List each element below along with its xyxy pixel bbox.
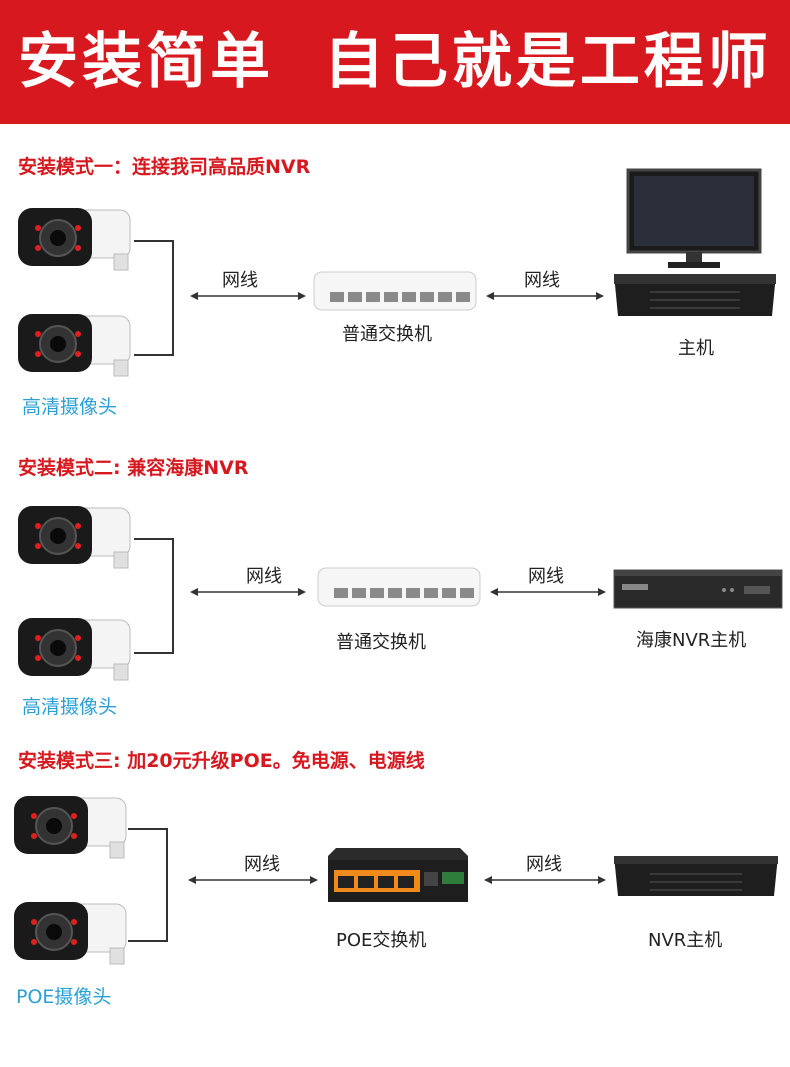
double-arrow xyxy=(484,876,606,884)
camera-label: 高清摄像头 xyxy=(22,696,118,718)
hikvision-nvr-icon xyxy=(613,569,783,609)
cable-label-left: 网线 xyxy=(222,270,258,291)
cable-label-left: 网线 xyxy=(244,854,280,875)
network-switch-icon xyxy=(317,567,481,607)
host-label: NVR主机 xyxy=(648,930,723,951)
cable-bracket xyxy=(134,538,174,654)
nvr-host-with-monitor-icon xyxy=(614,168,776,316)
camera-icon xyxy=(18,618,131,681)
network-switch-icon xyxy=(313,271,477,311)
cable-label-left: 网线 xyxy=(246,566,282,587)
banner-title: 安装简单 自己就是工程师 xyxy=(18,27,772,97)
nvr-host-icon xyxy=(614,856,778,896)
switch-label: POE交换机 xyxy=(336,930,427,951)
switch-label: 普通交换机 xyxy=(342,324,432,345)
host-label: 海康NVR主机 xyxy=(636,630,747,651)
cable-bracket xyxy=(134,240,174,356)
camera-label: 高清摄像头 xyxy=(22,396,118,418)
double-arrow xyxy=(188,876,318,884)
switch-label: 普通交换机 xyxy=(336,632,426,653)
section-1-title: 安装模式一：连接我司高品质NVR xyxy=(18,156,311,178)
camera-icon xyxy=(18,506,131,569)
cable-label-right: 网线 xyxy=(524,270,560,291)
cable-bracket xyxy=(128,828,168,942)
camera-icon xyxy=(18,314,131,377)
double-arrow xyxy=(190,292,306,300)
host-label: 主机 xyxy=(678,338,714,359)
cable-label-right: 网线 xyxy=(528,566,564,587)
double-arrow xyxy=(190,588,306,596)
camera-icon xyxy=(18,208,131,271)
header-banner: 安装简单 自己就是工程师 xyxy=(0,0,790,124)
section-3-title: 安装模式三: 加20元升级POE。免电源、电源线 xyxy=(18,750,425,772)
camera-icon xyxy=(14,902,127,965)
camera-icon xyxy=(14,796,127,859)
section-2-title: 安装模式二: 兼容海康NVR xyxy=(18,457,249,479)
poe-switch-icon xyxy=(328,848,468,902)
cable-label-right: 网线 xyxy=(526,854,562,875)
double-arrow xyxy=(490,588,606,596)
double-arrow xyxy=(486,292,604,300)
camera-label: POE摄像头 xyxy=(16,986,112,1008)
